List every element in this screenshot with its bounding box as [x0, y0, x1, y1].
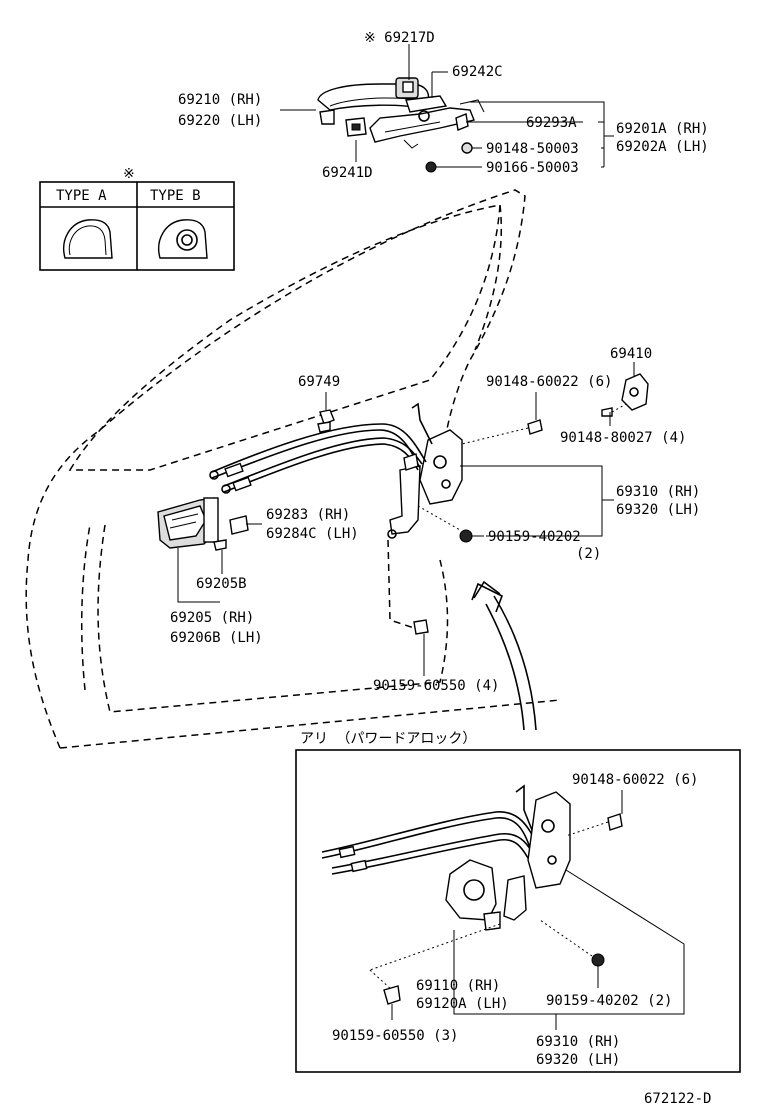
label-69284C: 69284C (LH) [266, 526, 359, 542]
label-90159-40202-qty: (2) [576, 546, 601, 562]
label-69201A: 69201A (RH) [616, 121, 709, 137]
box-label-90159-60550: 90159-60550 (3) [332, 1028, 458, 1044]
label-90159-60550-top: 90159-60550 (4) [373, 678, 499, 694]
label-69210: 69210 (RH) [178, 92, 262, 108]
figure-code: 672122-D [644, 1091, 711, 1107]
outside-handle-assembly [317, 77, 485, 173]
type-b-header: TYPE B [150, 188, 201, 204]
type-a-header: TYPE A [56, 188, 107, 204]
label-69220: 69220 (LH) [178, 113, 262, 129]
label-69320-top: 69320 (LH) [616, 502, 700, 518]
box-label-69320: 69320 (LH) [536, 1052, 620, 1068]
label-90148-50003: 90148-50003 [486, 141, 579, 157]
label-69293A: 69293A [526, 115, 577, 131]
type-b-handle-icon [158, 219, 208, 259]
handle-type-table: ※ TYPE A TYPE B [39, 166, 235, 271]
door-outline [25, 189, 561, 749]
detail-pointer-arrow [471, 580, 537, 731]
label-69217D: ※ 69217D [364, 30, 435, 46]
label-90148-80027: 90148-80027 (4) [560, 430, 686, 446]
box-label-69110: 69110 (RH) [416, 978, 500, 994]
inset-mark: ※ [123, 166, 135, 182]
box-label-69120A: 69120A (LH) [416, 996, 509, 1012]
label-90159-40202-top: 90159-40202 [488, 529, 581, 545]
box-label-90159-40202: 90159-40202 (2) [546, 993, 672, 1009]
label-69242C: 69242C [452, 64, 503, 80]
label-69410: 69410 [610, 346, 652, 362]
door-lock-mechanism [209, 392, 543, 676]
label-90166-50003: 90166-50003 [486, 160, 579, 176]
label-69206B: 69206B (LH) [170, 630, 263, 646]
label-69283: 69283 (RH) [266, 507, 350, 523]
box-label-69310: 69310 (RH) [536, 1034, 620, 1050]
label-69202A: 69202A (LH) [616, 139, 709, 155]
label-69749: 69749 [298, 374, 340, 390]
power-lock-title: アリ （パワードアロック） [300, 731, 476, 747]
label-90148-60022-top: 90148-60022 (6) [486, 374, 612, 390]
top-leaders [280, 44, 614, 168]
inside-handle-assembly [157, 497, 262, 603]
label-69205: 69205 (RH) [170, 610, 254, 626]
power-lock-detail-box: アリ （パワードアロック） 90148-60022 (6) 69110 (RH)… [295, 731, 741, 1073]
box-label-90148-60022: 90148-60022 (6) [572, 772, 698, 788]
type-a-handle-icon [63, 219, 113, 259]
door-check-part [601, 362, 649, 426]
label-69205B: 69205B [196, 576, 247, 592]
label-69310-top: 69310 (RH) [616, 484, 700, 500]
label-69241D: 69241D [322, 165, 373, 181]
